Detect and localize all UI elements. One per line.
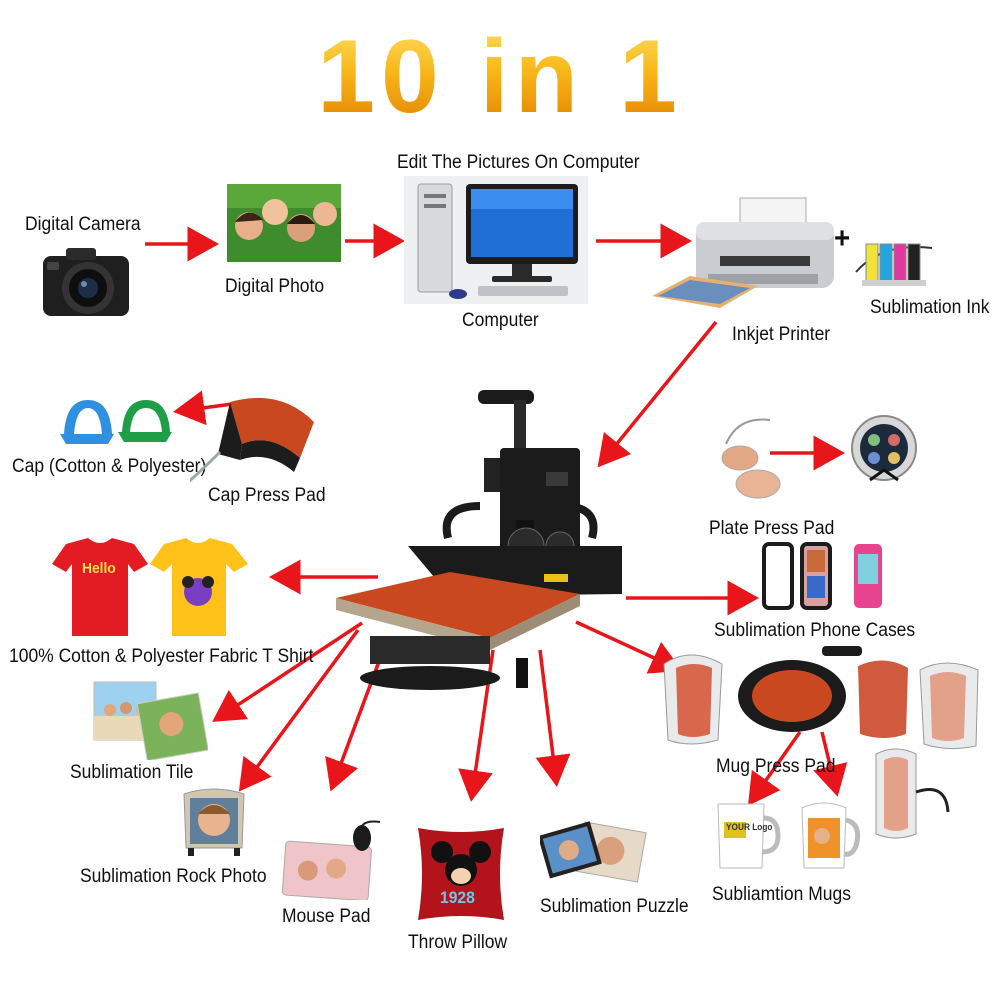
inkjet-printer-label: Inkjet Printer [732, 324, 831, 345]
arrow-printer-to-press [597, 320, 718, 468]
tshirt-print-text: Hello [82, 560, 116, 577]
arrow-press-to-mugpad [575, 620, 683, 674]
mugs-label: Subliamtion Mugs [712, 884, 851, 905]
tshirt-icons [52, 538, 248, 636]
sublimation-tile-icon [93, 681, 208, 760]
decorative-plate-icon [851, 415, 917, 482]
arrow-mugpad-to-mug2 [813, 731, 848, 797]
mouse-pad-label: Mouse Pad [282, 906, 371, 927]
sublimation-ink-label: Sublimation Ink [870, 297, 990, 318]
pillow-print-text: 1928 [440, 888, 475, 907]
heat-press-machine [336, 390, 622, 690]
cap-press-pad-label: Cap Press Pad [208, 485, 326, 506]
computer-label: Computer [462, 310, 539, 331]
plate-press-pad-icon [721, 418, 781, 499]
puzzle-label: Sublimation Puzzle [540, 896, 689, 917]
cap-icons [60, 400, 172, 444]
cap-press-pad-icon [190, 397, 314, 483]
throw-pillow-label: Throw Pillow [408, 932, 508, 953]
arrow-press-to-tile [212, 621, 363, 722]
cap-label: Cap (Cotton & Polyester) [12, 456, 207, 477]
arrow-press-to-rock [238, 628, 360, 792]
plate-press-pad-label: Plate Press Pad [709, 518, 835, 539]
camera-icon [43, 248, 129, 316]
arrow-press-to-puzzle [535, 649, 571, 787]
mugs-icon [717, 802, 861, 869]
mouse-pad-icon [281, 820, 381, 900]
mug-logo-text: YOUR Logo [726, 822, 773, 832]
tshirt-label: 100% Cotton & Polyester Fabric T Shirt [9, 646, 314, 667]
mug-press-pad-label: Mug Press Pad [716, 756, 836, 777]
rock-photo-label: Sublimation Rock Photo [80, 866, 267, 887]
digital-photo-label: Digital Photo [225, 276, 325, 297]
printer-icon [652, 197, 834, 308]
page-title: 10 in 1 [0, 18, 1000, 137]
tall-mug-press-pad-icon [875, 748, 950, 839]
rock-photo-icon [183, 788, 245, 856]
digital-camera-label: Digital Camera [25, 214, 141, 235]
plus-sign: + [834, 222, 851, 255]
puzzle-icon [540, 821, 647, 883]
phone-cases-label: Sublimation Phone Cases [714, 620, 916, 641]
mug-press-pads-icon [663, 646, 979, 750]
computer-icon [404, 176, 588, 304]
phone-cases-icon [762, 542, 882, 610]
family-photo-icon [227, 184, 341, 262]
arrow-mugpad-to-mug1 [747, 730, 802, 806]
edit-pictures-label: Edit The Pictures On Computer [397, 152, 640, 173]
arrow-press-to-mousepad [325, 639, 389, 792]
sublimation-ink-icon [855, 243, 933, 286]
throw-pillow-icon [418, 828, 504, 920]
tile-label: Sublimation Tile [70, 762, 194, 783]
